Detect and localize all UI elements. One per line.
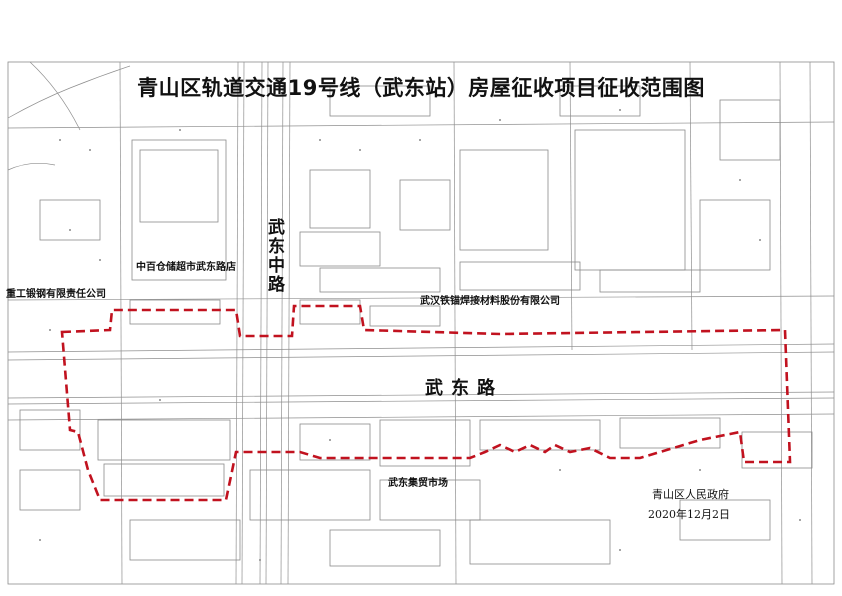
label-heavy-forging: 重工锻钢有限责任公司 [6,289,106,300]
label-market: 武东集贸市场 [388,478,448,489]
label-welding-company: 武汉铁锚焊接材料股份有限公司 [420,296,560,307]
building-blocks [19,85,813,567]
label-road-main: 武东路 [425,378,503,399]
label-road-vertical: 武东中路 [264,218,284,294]
issuer-date: 2020年12月2日 [648,508,730,521]
cadastral-linework [7,61,835,585]
map-title: 青山区轨道交通19号线（武东站）房屋征收项目征收范围图 [137,76,705,100]
expropriation-boundary [60,304,792,502]
issuer-name: 青山区人民政府 [652,488,729,501]
label-supermarket: 中百仓储超市武东路店 [136,262,236,273]
map-frame [7,61,835,585]
survey-marks [39,109,801,561]
